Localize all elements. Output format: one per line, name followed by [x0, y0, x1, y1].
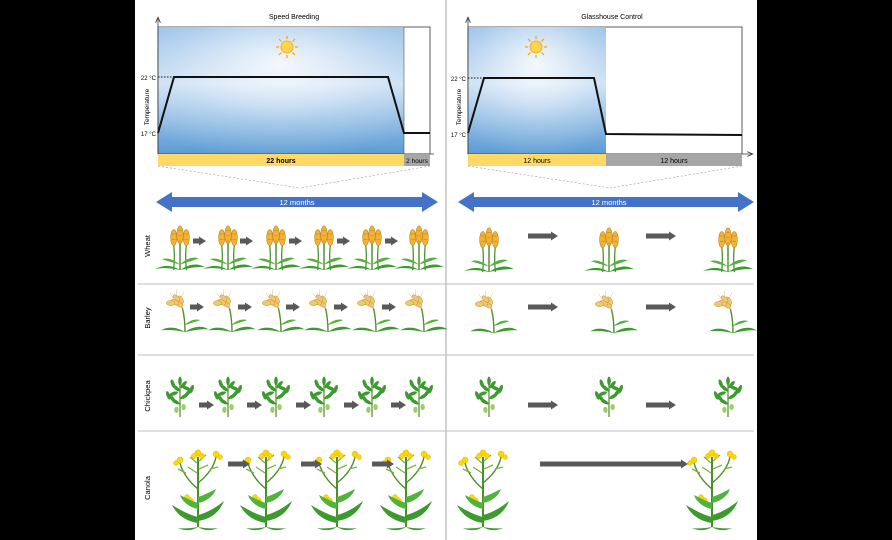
speed-breeding-temperature-curve [157, 76, 430, 134]
speed-breeding-title: Speed Breeding [269, 14, 319, 21]
arrow-right-icon [190, 302, 204, 312]
crop-label-wheat: Wheat [143, 234, 152, 257]
arrow-right-icon [528, 400, 558, 410]
arrow-right-icon [391, 400, 406, 410]
speed-breeding-night-bar [404, 154, 430, 166]
arrow-right-icon [540, 459, 688, 469]
arrow-right-icon [382, 302, 396, 312]
glasshouse-control-high-temp: 22 °C [451, 77, 467, 83]
arrow-right-icon [238, 302, 252, 312]
glasshouse-control-night-bar [606, 154, 742, 166]
speed-breeding-high-temp: 22 °C [141, 76, 157, 82]
glasshouse-control-day-bar [468, 154, 606, 166]
glasshouse-control-temperature-curve [467, 77, 743, 136]
speed-breeding-y-axis-label: Temperature [144, 88, 151, 125]
arrow-right-icon [528, 302, 558, 312]
glasshouse-control-title: Glasshouse Control [581, 14, 643, 21]
speed-breeding-panel: Speed Breeding 22 °C 17 °C Temperature 2… [141, 14, 438, 212]
arrow-right-icon [646, 302, 676, 312]
crop-labels: Wheat Barley Chickpea Canola [143, 234, 152, 500]
arrow-right-icon [301, 459, 322, 469]
arrow-right-icon [228, 459, 250, 469]
speed-breeding-low-temp: 17 °C [141, 132, 157, 138]
arrow-right-icon [199, 400, 214, 410]
arrow-right-icon [337, 236, 350, 246]
arrow-right-icon [372, 459, 394, 469]
row-dividers [138, 283, 754, 432]
arrow-right-icon [344, 400, 359, 410]
speed-breeding-day-bar [158, 154, 404, 166]
arrow-right-icon [240, 236, 253, 246]
glasshouse-control-day-label: 12 hours [523, 158, 551, 165]
arrow-right-icon [334, 302, 348, 312]
glasshouse-control-night-label: 12 hours [660, 158, 688, 165]
arrow-right-icon [646, 400, 676, 410]
speed-breeding-day-label: 22 hours [266, 158, 295, 165]
glasshouse-control-span-label: 12 months [591, 198, 626, 207]
arrow-right-icon [286, 302, 300, 312]
arrow-right-icon [528, 231, 558, 241]
crop-label-chickpea: Chickpea [143, 380, 152, 412]
glasshouse-control-panel: Glasshouse Control 22 °C 17 °C Temperatu… [451, 14, 754, 212]
speed-breeding-span-arrow: 12 months [156, 192, 438, 212]
crop-label-barley: Barley [143, 307, 152, 329]
glasshouse-control-span-arrow: 12 months [458, 192, 754, 212]
crop-generations [154, 225, 758, 532]
crop-label-canola: Canola [143, 475, 152, 500]
speed-breeding-night-label: 2 hours [406, 158, 428, 165]
arrow-right-icon [385, 236, 398, 246]
arrow-right-icon [289, 236, 302, 246]
arrow-right-icon [193, 236, 206, 246]
arrow-right-icon [296, 400, 311, 410]
arrow-right-icon [247, 400, 262, 410]
glasshouse-control-y-axis-label: Temperature [456, 88, 463, 125]
glasshouse-control-low-temp: 17 °C [451, 133, 467, 139]
speed-breeding-span-label: 12 months [279, 198, 314, 207]
arrow-right-icon [646, 231, 676, 241]
